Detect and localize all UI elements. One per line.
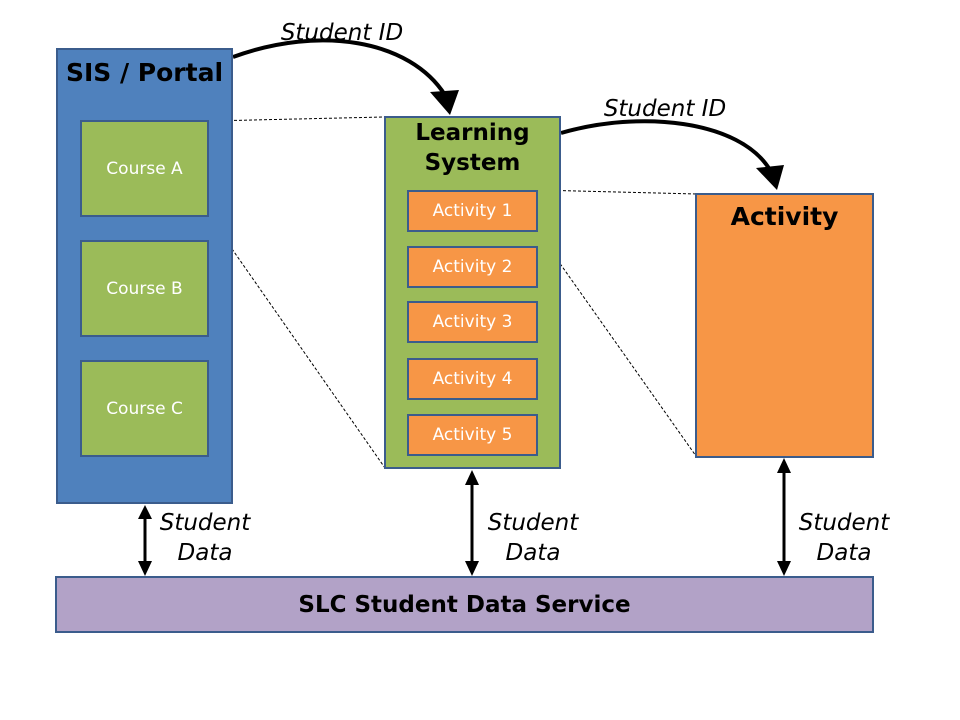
- learning-system-title: Learning System: [384, 118, 561, 178]
- activity-box: [695, 193, 874, 458]
- activity-1-box: Activity 1: [407, 190, 538, 232]
- arrowhead-icon: [430, 90, 459, 115]
- learning-system-box: [384, 116, 561, 469]
- course-a-box: Course A: [80, 120, 209, 217]
- double-arrow-activity: [777, 458, 791, 576]
- student-data-line2: Data: [505, 540, 561, 566]
- learning-system-title-line2: System: [424, 150, 521, 176]
- activity-3-box: Activity 3: [407, 301, 538, 343]
- student-id-label-2: Student ID: [603, 96, 727, 122]
- student-data-line1: Student: [487, 510, 579, 536]
- student-data-label-sis: Student Data: [150, 508, 260, 568]
- student-id-label-1: Student ID: [280, 20, 404, 46]
- student-data-line2: Data: [816, 540, 872, 566]
- student-id-arrow-2: [560, 119, 772, 172]
- student-data-label-activity: Student Data: [789, 508, 899, 568]
- activity-5-box: Activity 5: [407, 414, 538, 456]
- activity-2-box: Activity 2: [407, 246, 538, 288]
- slc-student-data-service-box: SLC Student Data Service: [55, 576, 874, 633]
- activity-4-box: Activity 4: [407, 358, 538, 400]
- student-data-label-learning-system: Student Data: [478, 508, 588, 568]
- student-id-arrow-1: [232, 38, 447, 97]
- arrowhead-icon: [756, 165, 784, 190]
- student-data-line2: Data: [177, 540, 233, 566]
- dashed-connector: [536, 230, 697, 457]
- course-b-box: Course B: [80, 240, 209, 337]
- dashed-connector: [208, 116, 385, 122]
- dashed-connector: [208, 215, 386, 469]
- activity-title: Activity: [730, 202, 839, 231]
- dashed-connector: [537, 189, 697, 195]
- learning-system-title-line1: Learning: [415, 120, 530, 146]
- double-arrow-learning-system: [465, 470, 479, 576]
- student-data-line1: Student: [159, 510, 251, 536]
- double-arrow-sis: [138, 505, 152, 576]
- sis-portal-title: SIS / Portal: [65, 58, 224, 87]
- student-data-line1: Student: [798, 510, 890, 536]
- course-c-box: Course C: [80, 360, 209, 457]
